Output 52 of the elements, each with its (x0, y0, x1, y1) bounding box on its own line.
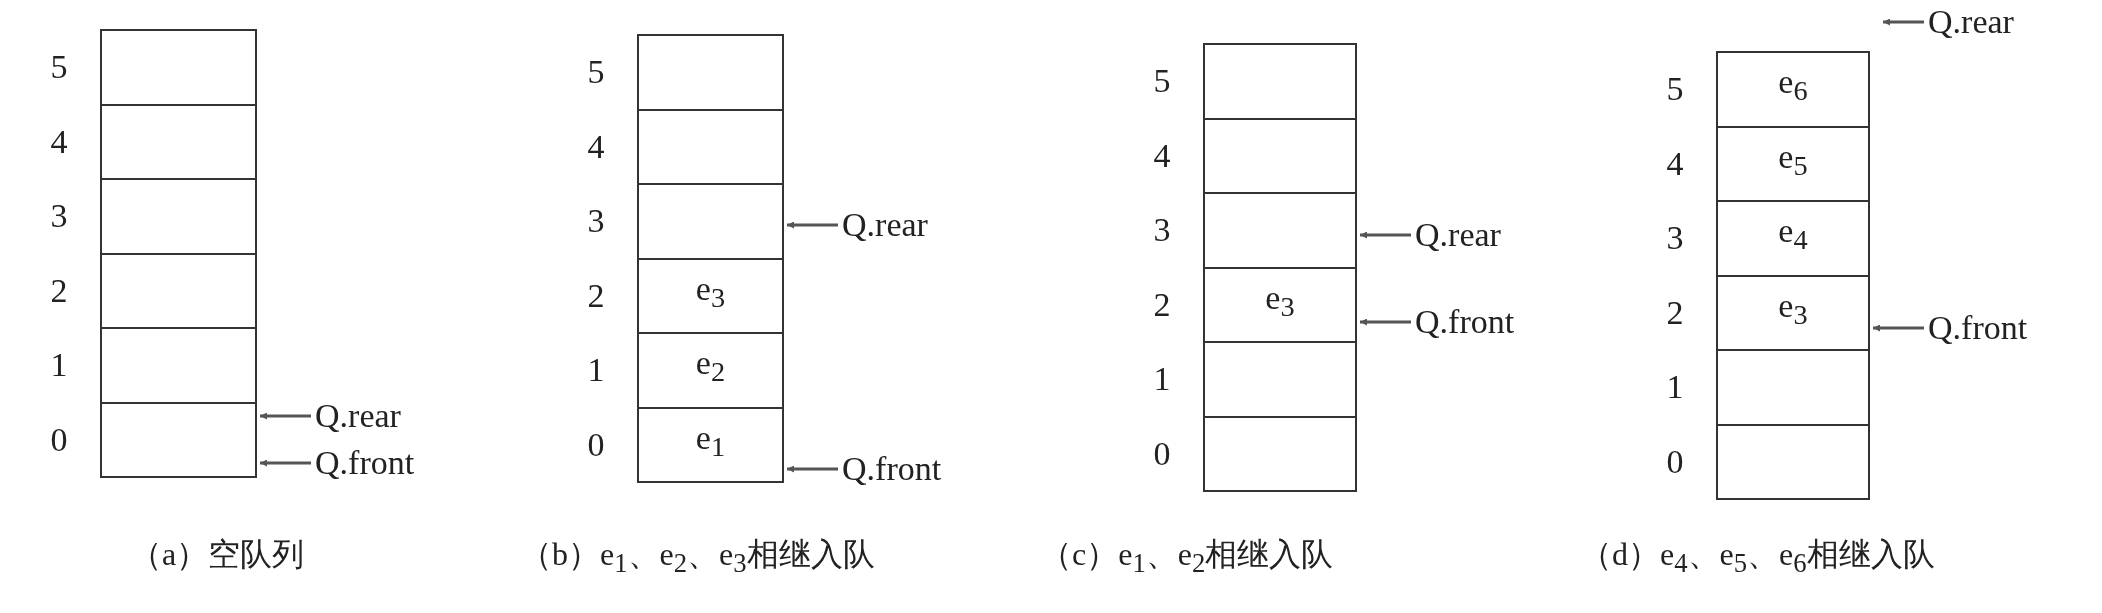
index-number: 2 (1152, 284, 1172, 325)
index-number: 5 (1665, 69, 1685, 110)
pointer-arrow (787, 221, 838, 229)
index-number: 1 (586, 350, 606, 391)
pointer-label: Q.front (1928, 306, 2028, 350)
index-number: 5 (586, 52, 606, 93)
index-number: 3 (1152, 210, 1172, 251)
index-number: 4 (1665, 143, 1685, 184)
pointer-arrow (1873, 324, 1924, 332)
pointer-arrow (1883, 18, 1924, 26)
index-number: 4 (586, 126, 606, 167)
pointer-arrow (260, 459, 311, 467)
figure-caption: （b）e$_{1}$、e$_{2}$、e$_{3}$相继入队 (520, 535, 875, 581)
element-name: e$_{5}$ (1777, 136, 1809, 184)
pointer-arrow (1360, 318, 1411, 326)
index-number: 3 (586, 201, 606, 242)
index-number: 1 (1665, 367, 1685, 408)
pointer-label: Q.front (315, 441, 415, 485)
index-number: 5 (1152, 61, 1172, 102)
element-name: e$_{3}$ (1777, 285, 1809, 333)
index-number: 0 (1665, 441, 1685, 482)
index-number: 5 (49, 47, 69, 88)
figure-caption: （c）e$_{1}$、e$_{2}$相继入队 (1040, 535, 1334, 581)
pointer-arrow (1360, 231, 1411, 239)
pointer-label: Q.rear (1928, 0, 2014, 44)
element-name: e$_{6}$ (1777, 61, 1809, 109)
pointer-label: Q.rear (842, 203, 928, 247)
element-name: e$_{1}$ (694, 417, 727, 465)
index-number: 0 (586, 424, 606, 465)
element-name: e$_{2}$ (694, 342, 727, 390)
element-name: e$_{4}$ (1777, 210, 1809, 258)
element-name: e$_{3}$ (1264, 277, 1296, 325)
index-number: 1 (49, 345, 69, 386)
pointer-label: Q.front (842, 447, 942, 491)
pointer-arrow (787, 465, 838, 473)
index-number: 0 (49, 419, 69, 460)
pointer-label: Q.front (1415, 300, 1515, 344)
index-number: 0 (1152, 433, 1172, 474)
index-number: 3 (49, 196, 69, 237)
figure-caption: （a）空队列 (130, 535, 305, 574)
index-number: 1 (1152, 359, 1172, 400)
index-number: 4 (1152, 135, 1172, 176)
pointer-arrow (260, 412, 311, 420)
pointer-label: Q.rear (315, 394, 401, 438)
index-number: 4 (49, 121, 69, 162)
element-name: e$_{3}$ (694, 268, 727, 316)
index-number: 3 (1665, 218, 1685, 259)
index-number: 2 (49, 270, 69, 311)
index-number: 2 (586, 275, 606, 316)
index-number: 2 (1665, 292, 1685, 333)
pointer-label: Q.rear (1415, 213, 1501, 257)
figure-caption: （d）e$_{4}$、e$_{5}$、e$_{6}$相继入队 (1580, 535, 1935, 581)
